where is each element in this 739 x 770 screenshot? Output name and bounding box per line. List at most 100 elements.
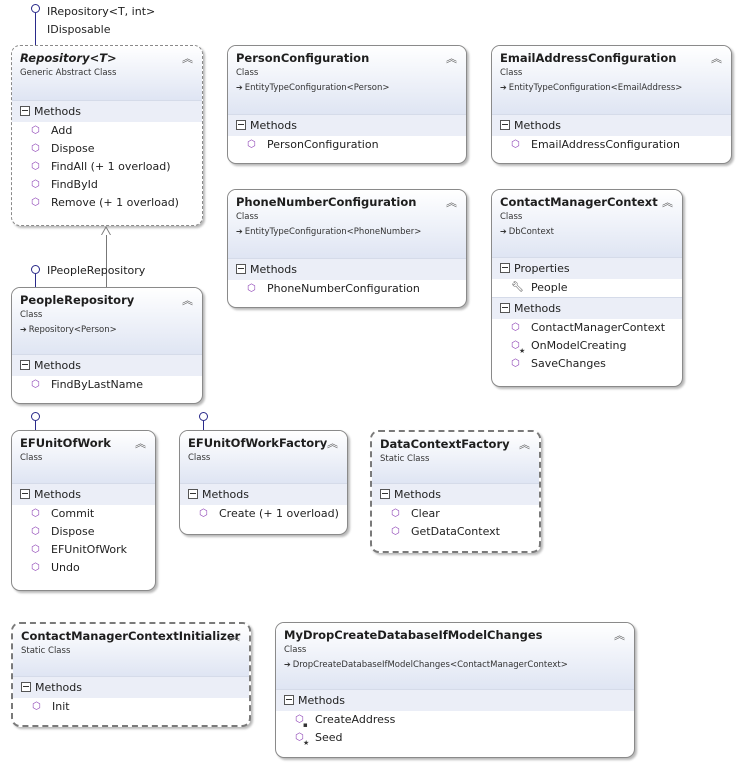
collapse-section-icon[interactable] xyxy=(20,489,30,499)
collapse-section-icon[interactable] xyxy=(236,120,246,130)
collapse-icon[interactable]: ︽ xyxy=(446,196,457,209)
methods-section-header[interactable]: Methods xyxy=(228,114,466,136)
collapse-icon[interactable]: ︽ xyxy=(519,438,530,451)
collapse-section-icon[interactable] xyxy=(500,120,510,130)
collapse-icon[interactable]: ︽ xyxy=(135,437,146,450)
method-icon: ⬡ xyxy=(31,179,40,190)
method-item[interactable]: ⬡SaveChanges xyxy=(492,355,682,373)
methods-section-header[interactable]: Methods xyxy=(13,676,249,698)
methods-section-header[interactable]: Methods xyxy=(492,114,731,136)
class-data-context-factory[interactable]: DataContextFactory Static Class ︽ Method… xyxy=(370,430,541,553)
interface-line-ef-unit-of-work-factory xyxy=(203,421,204,430)
properties-section-header[interactable]: Properties xyxy=(492,257,682,279)
method-icon: ⬡ xyxy=(32,701,41,712)
methods-section-header[interactable]: Methods xyxy=(372,483,539,505)
collapse-section-icon[interactable] xyxy=(380,489,390,499)
collapse-icon[interactable]: ︽ xyxy=(446,52,457,65)
collapse-icon[interactable]: ︽ xyxy=(182,294,193,307)
collapse-icon[interactable]: ︽ xyxy=(711,52,722,65)
method-icon: ⬡ xyxy=(31,161,40,172)
method-item[interactable]: ⬡★OnModelCreating xyxy=(492,337,682,355)
method-icon: ⬡ xyxy=(31,197,40,208)
collapse-section-icon[interactable] xyxy=(21,682,31,692)
class-kind: Class xyxy=(188,453,211,463)
class-people-repository[interactable]: PeopleRepository Class ➔Repository<Perso… xyxy=(11,287,203,404)
method-item[interactable]: ⬡Create (+ 1 overload) xyxy=(180,505,347,523)
inherit-arrow-icon: ➔ xyxy=(500,227,507,236)
class-email-address-configuration[interactable]: EmailAddressConfiguration Class ➔EntityT… xyxy=(491,45,732,164)
methods-section-header[interactable]: Methods xyxy=(12,354,202,376)
method-item[interactable]: ⬡GetDataContext xyxy=(372,523,539,541)
class-name: EFUnitOfWork xyxy=(20,436,111,450)
collapse-icon[interactable]: ︽ xyxy=(662,196,673,209)
class-kind: Class xyxy=(20,310,43,320)
method-icon: ⬡ xyxy=(511,139,520,150)
class-name: DataContextFactory xyxy=(380,437,510,451)
class-ef-unit-of-work[interactable]: EFUnitOfWork Class ︽ Methods ⬡Commit ⬡Di… xyxy=(11,430,156,591)
collapse-section-icon[interactable] xyxy=(500,263,510,273)
methods-section-header[interactable]: Methods xyxy=(12,483,155,505)
base-class: ➔DropCreateDatabaseIfModelChanges<Contac… xyxy=(284,660,568,670)
method-item[interactable]: ⬡Dispose xyxy=(12,140,202,158)
collapse-icon[interactable]: ︽ xyxy=(327,437,338,450)
base-class: ➔EntityTypeConfiguration<EmailAddress> xyxy=(500,83,683,93)
collapse-section-icon[interactable] xyxy=(500,303,510,313)
class-ef-unit-of-work-factory[interactable]: EFUnitOfWorkFactory Class ︽ Methods ⬡Cre… xyxy=(179,430,348,535)
method-item[interactable]: ⬡Add xyxy=(12,122,202,140)
inherit-arrow-icon: ➔ xyxy=(236,83,243,92)
class-phone-number-configuration[interactable]: PhoneNumberConfiguration Class ➔EntityTy… xyxy=(227,189,467,308)
method-item[interactable]: ⬡FindById xyxy=(12,176,202,194)
class-kind: Static Class xyxy=(21,646,71,656)
collapse-section-icon[interactable] xyxy=(284,695,294,705)
methods-section-header[interactable]: Methods xyxy=(180,483,347,505)
method-item[interactable]: ⬡★Seed xyxy=(276,729,634,747)
class-kind: Class xyxy=(500,68,523,78)
method-icon: ⬡ xyxy=(391,508,400,519)
class-kind: Class xyxy=(20,453,43,463)
method-item[interactable]: ⬡Remove (+ 1 overload) xyxy=(12,194,202,212)
method-item[interactable]: ⬡PhoneNumberConfiguration xyxy=(228,280,466,298)
collapse-icon[interactable]: ︽ xyxy=(182,52,193,65)
method-item[interactable]: ⬡Dispose xyxy=(12,523,155,541)
method-item[interactable]: ⬡EmailAddressConfiguration xyxy=(492,136,731,154)
collapse-icon[interactable]: ︽ xyxy=(614,629,625,642)
class-my-drop-create-database-if-model-changes[interactable]: MyDropCreateDatabaseIfModelChanges Class… xyxy=(275,622,635,758)
methods-section-header[interactable]: Methods xyxy=(276,689,634,711)
method-item[interactable]: ⬡FindAll (+ 1 overload) xyxy=(12,158,202,176)
method-item[interactable]: ⬡Init xyxy=(13,698,249,716)
collapse-section-icon[interactable] xyxy=(236,264,246,274)
collapse-section-icon[interactable] xyxy=(20,360,30,370)
method-icon: ⬡ xyxy=(31,379,40,390)
collapse-section-icon[interactable] xyxy=(20,106,30,116)
base-class: ➔Repository<Person> xyxy=(20,325,117,335)
method-item[interactable]: ⬡Undo xyxy=(12,559,155,577)
class-kind: Class xyxy=(500,212,523,222)
class-name: PhoneNumberConfiguration xyxy=(236,195,417,209)
methods-section-header[interactable]: Methods xyxy=(12,100,202,122)
class-contact-manager-context-initializer[interactable]: ContactManagerContextInitializer Static … xyxy=(11,622,251,727)
method-item[interactable]: ⬡Clear xyxy=(372,505,539,523)
class-person-configuration[interactable]: PersonConfiguration Class ➔EntityTypeCon… xyxy=(227,45,467,164)
class-repository[interactable]: Repository<T> Generic Abstract Class ︽ M… xyxy=(11,45,203,226)
method-item[interactable]: ⬡▪CreateAddress xyxy=(276,711,634,729)
class-name: EmailAddressConfiguration xyxy=(500,51,677,65)
methods-section-header[interactable]: Methods xyxy=(492,297,682,319)
methods-section-header[interactable]: Methods xyxy=(228,258,466,280)
collapse-icon[interactable]: ︽ xyxy=(229,630,240,643)
method-item[interactable]: ⬡FindByLastName xyxy=(12,376,202,394)
method-item[interactable]: ⬡EFUnitOfWork xyxy=(12,541,155,559)
protected-method-icon: ⬡★ xyxy=(511,337,531,355)
class-kind: Generic Abstract Class xyxy=(20,68,117,78)
method-item[interactable]: ⬡ContactManagerContext xyxy=(492,319,682,337)
class-kind: Static Class xyxy=(380,454,430,464)
class-name: MyDropCreateDatabaseIfModelChanges xyxy=(284,628,543,642)
property-item[interactable]: 🔧︎People xyxy=(492,279,682,297)
method-icon: ⬡ xyxy=(31,143,40,154)
method-item[interactable]: ⬡Commit xyxy=(12,505,155,523)
interface-lollipop-repository xyxy=(31,4,40,13)
method-icon: ⬡ xyxy=(199,508,208,519)
collapse-section-icon[interactable] xyxy=(188,489,198,499)
base-class: ➔DbContext xyxy=(500,227,554,237)
method-item[interactable]: ⬡PersonConfiguration xyxy=(228,136,466,154)
class-contact-manager-context[interactable]: ContactManagerContext Class ➔DbContext ︽… xyxy=(491,189,683,387)
